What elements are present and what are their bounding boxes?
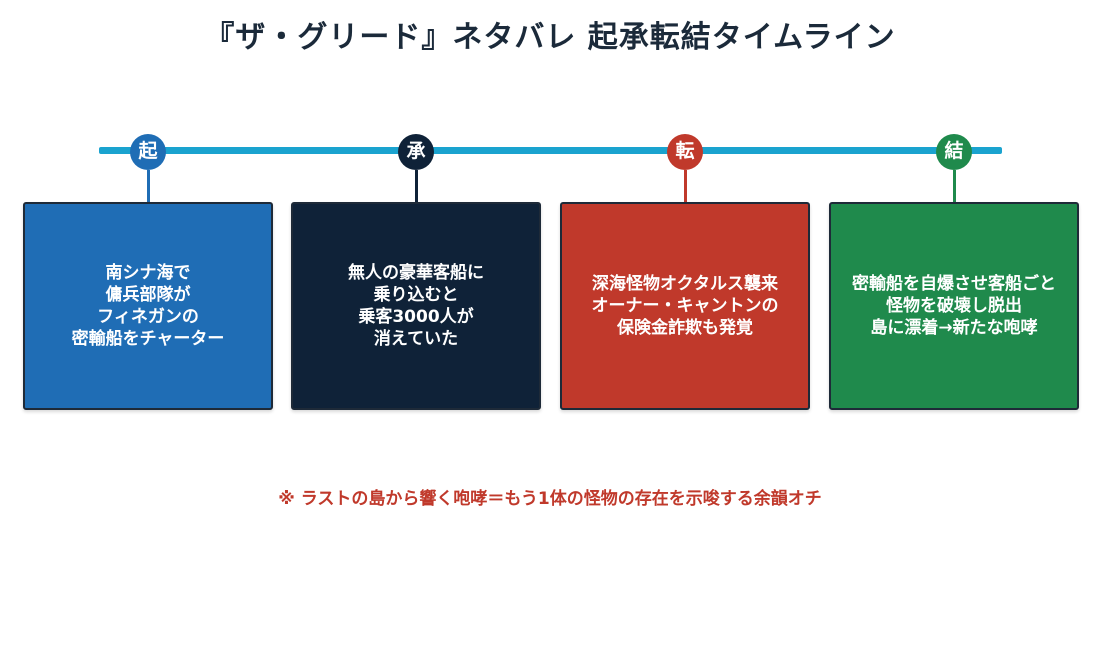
stage-card-sho: 無人の豪華客船に 乗り込むと 乗客3000人が 消えていた (291, 202, 541, 410)
stage-connector-sho (415, 170, 418, 203)
stage-connector-ki (147, 170, 150, 203)
stage-ketsu: 結 密輸船を自爆させ客船ごと 怪物を破壊し脱出 島に漂着→新たな咆哮 (829, 0, 1079, 646)
stage-marker-sho: 承 (398, 134, 434, 170)
stage-ten: 転 深海怪物オクタルス襲来 オーナー・キャントンの 保険金詐欺も発覚 (560, 0, 810, 646)
stage-marker-ketsu: 結 (936, 134, 972, 170)
stage-connector-ketsu (953, 170, 956, 203)
stage-sho: 承 無人の豪華客船に 乗り込むと 乗客3000人が 消えていた (291, 0, 541, 646)
stage-card-ten: 深海怪物オクタルス襲来 オーナー・キャントンの 保険金詐欺も発覚 (560, 202, 810, 410)
stage-card-ketsu: 密輸船を自爆させ客船ごと 怪物を破壊し脱出 島に漂着→新たな咆哮 (829, 202, 1079, 410)
stage-marker-ki: 起 (130, 134, 166, 170)
footnote: ※ ラストの島から響く咆哮＝もう1体の怪物の存在を示唆する余韻オチ (278, 489, 822, 509)
stage-connector-ten (684, 170, 687, 203)
timeline-bar (99, 147, 1002, 154)
stage-ki: 起 南シナ海で 傭兵部隊が フィネガンの 密輸船をチャーター (23, 0, 273, 646)
stage-marker-ten: 転 (667, 134, 703, 170)
page-title: 『ザ・グリード』ネタバレ 起承転結タイムライン (204, 20, 896, 55)
stage-card-ki: 南シナ海で 傭兵部隊が フィネガンの 密輸船をチャーター (23, 202, 273, 410)
